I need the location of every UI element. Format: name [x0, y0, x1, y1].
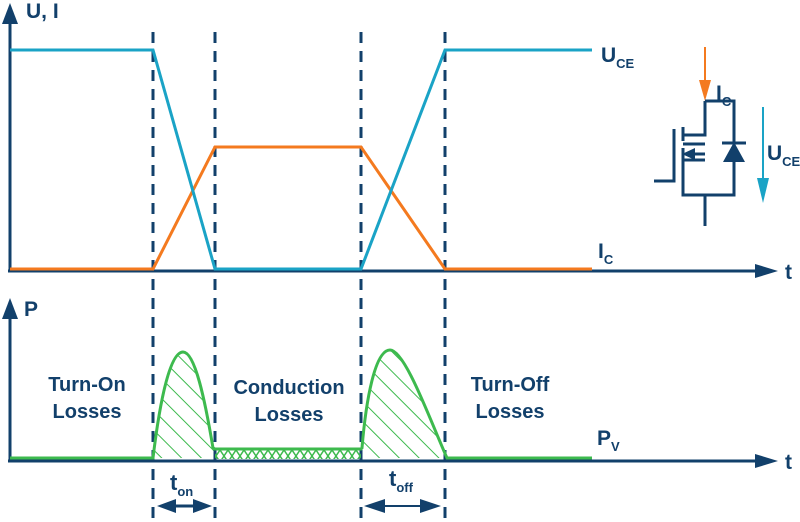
- pv-curve: [10, 348, 592, 460]
- turn-on-label-2: Losses: [53, 401, 122, 423]
- bottom-x-arrow: [755, 454, 778, 468]
- ic-curve: [10, 145, 592, 271]
- toff-double-arrow-icon: [364, 499, 441, 513]
- diode-icon: [723, 142, 745, 162]
- turn-off-label-2: Losses: [476, 401, 545, 423]
- time-markers: [151, 32, 447, 518]
- uce-curve: [10, 48, 592, 271]
- top-x-arrow: [755, 264, 778, 278]
- top-y-arrow: [2, 3, 18, 24]
- circuit-uce-label: UCE: [767, 142, 800, 169]
- conduction-loss-area: [215, 449, 361, 459]
- uce-label: UCE: [601, 44, 635, 71]
- turn-on-label: Turn-On: [48, 374, 125, 396]
- top-y-label: U, I: [26, 0, 59, 23]
- ton-label: ton: [170, 470, 193, 499]
- ton-double-arrow-icon: [157, 499, 212, 513]
- top-axes: U, I t: [2, 0, 792, 284]
- bottom-axes: P t: [2, 298, 792, 474]
- pv-label: PV: [597, 427, 620, 454]
- ic-arrow-icon: [699, 80, 711, 101]
- turn-off-loss-area: [361, 350, 445, 458]
- top-x-label: t: [785, 261, 792, 284]
- bottom-y-arrow: [2, 298, 18, 319]
- bottom-x-label: t: [785, 451, 792, 474]
- uce-arrow-icon: [757, 178, 769, 203]
- toff-label: toff: [389, 466, 414, 495]
- conduction-label: Conduction: [233, 377, 344, 399]
- conduction-label-2: Losses: [255, 404, 324, 426]
- ic-label: IC: [598, 240, 614, 267]
- mosfet-circuit-icon: [654, 47, 769, 226]
- turn-off-label: Turn-Off: [471, 374, 550, 396]
- circuit-ic-label: IC: [716, 82, 732, 109]
- bottom-y-label: P: [24, 298, 38, 321]
